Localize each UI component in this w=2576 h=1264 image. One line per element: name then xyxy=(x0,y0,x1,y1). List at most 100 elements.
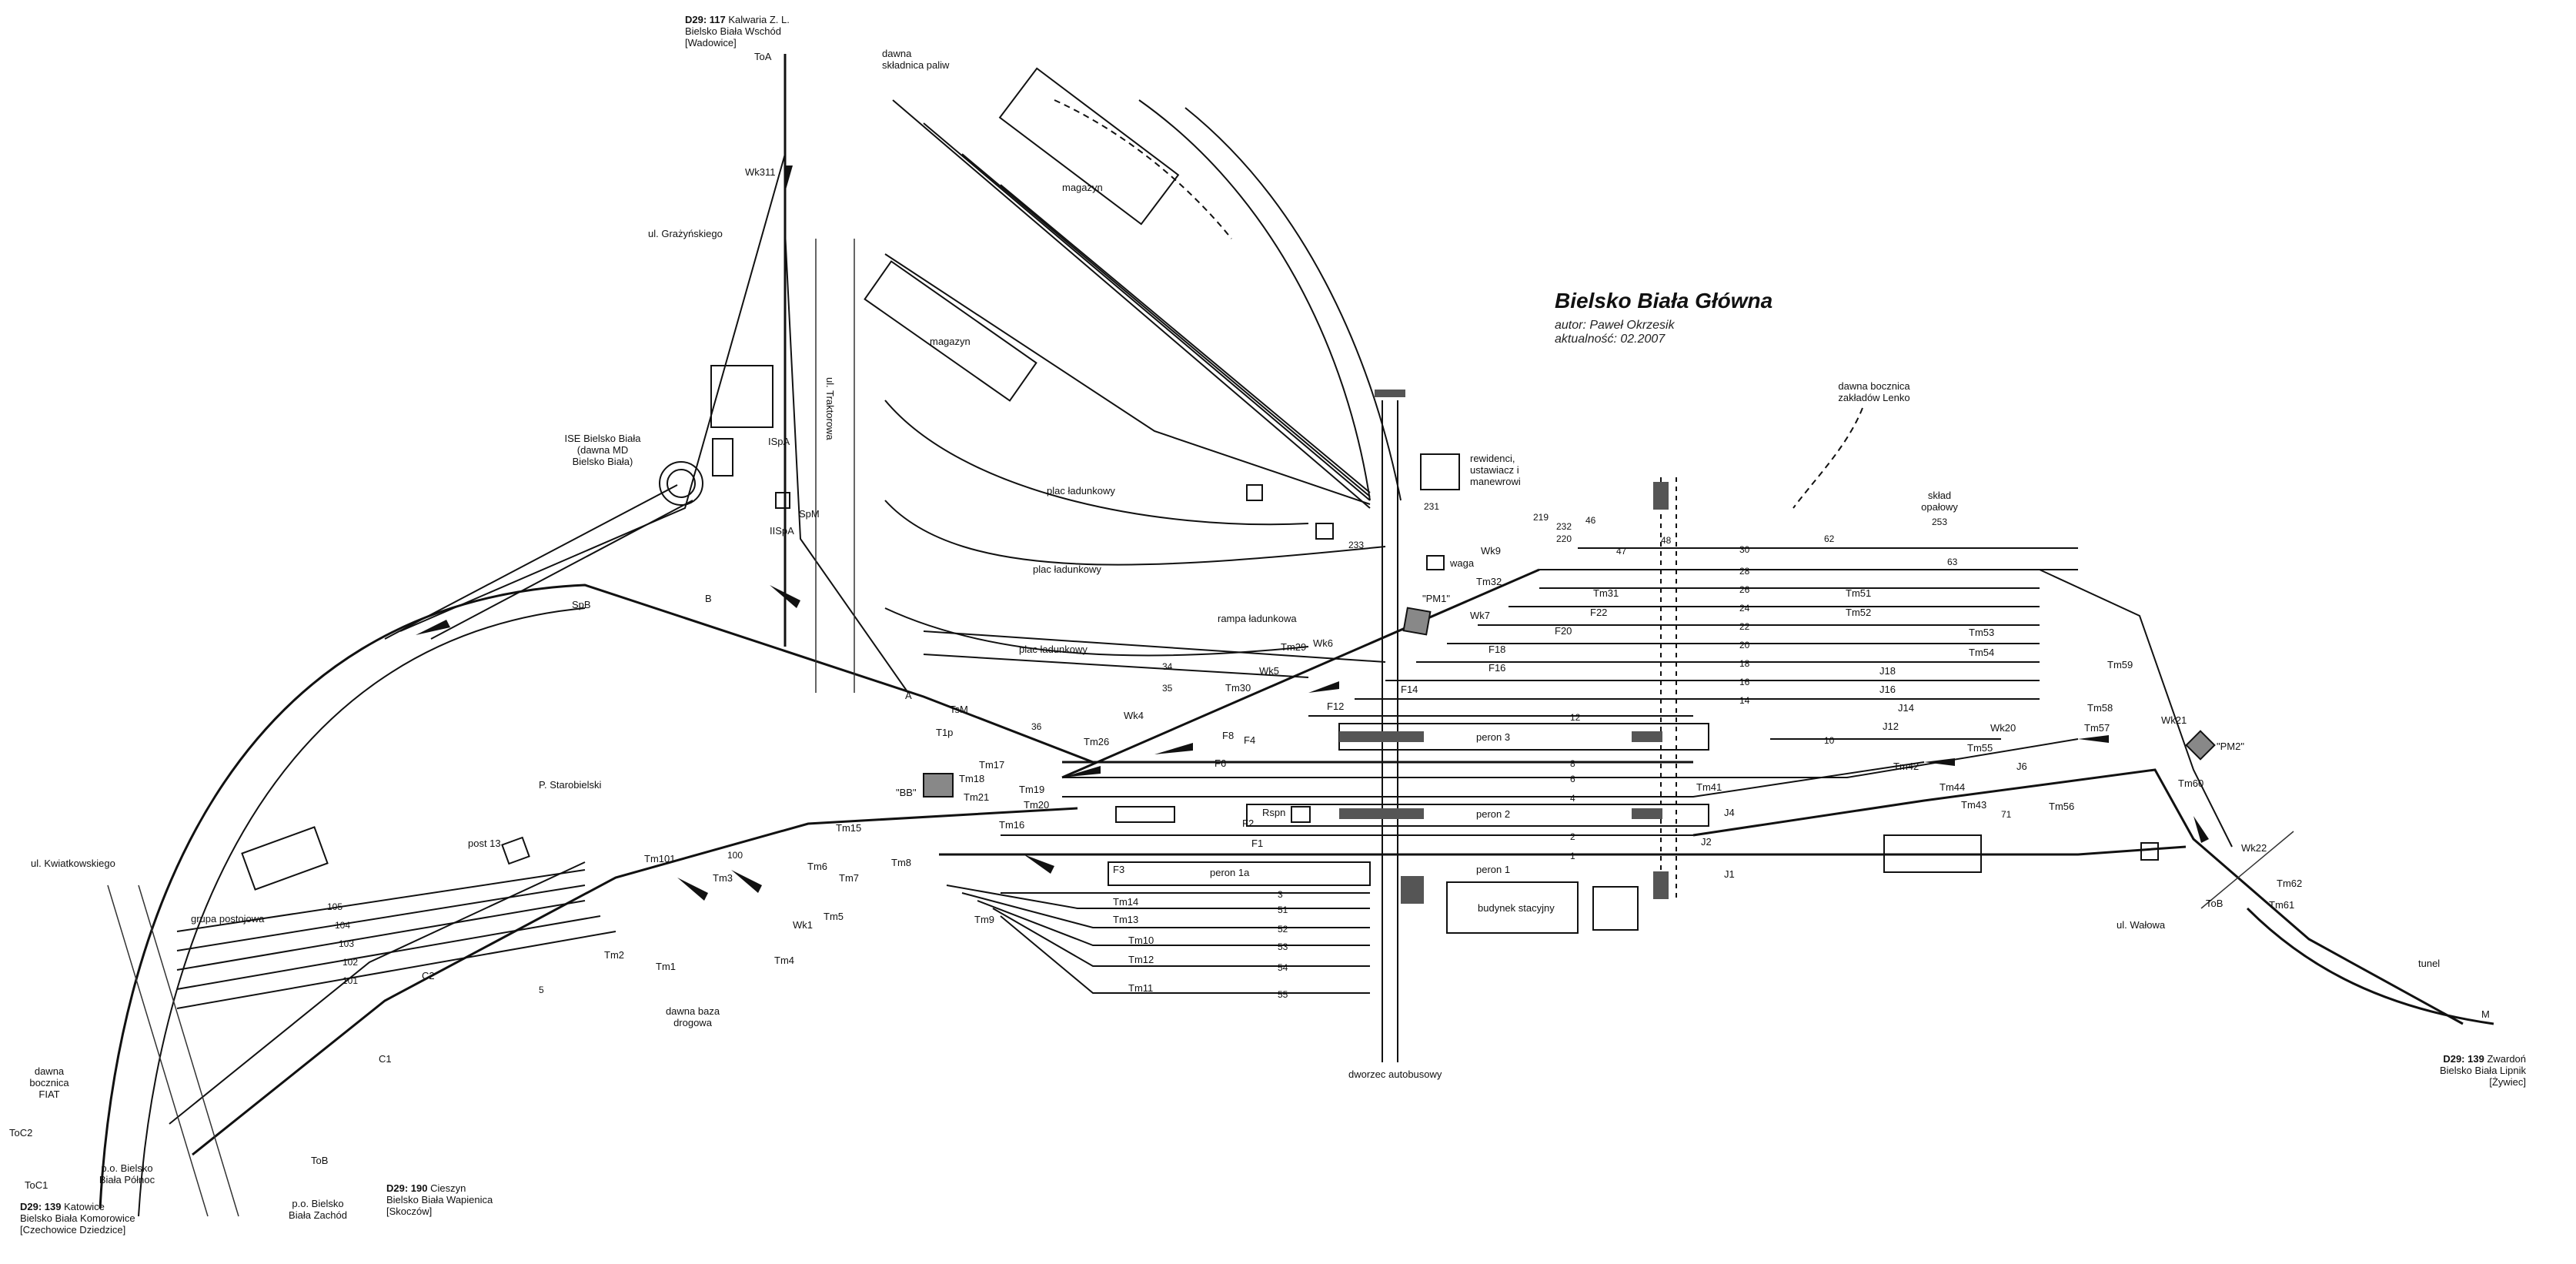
terminal-southwest-line: D29: 139 xyxy=(20,1201,62,1212)
terminal-southwest-line2: Bielsko Biała Komorowice xyxy=(20,1212,135,1224)
terminal-south-line2: Bielsko Biała Wapienica xyxy=(386,1194,493,1205)
track-label-105: 105 xyxy=(327,901,342,912)
signal-tm17: Tm17 xyxy=(979,759,1004,771)
signal-m: M xyxy=(2481,1008,2490,1020)
signal-wk9: Wk9 xyxy=(1481,545,1501,557)
track-54 xyxy=(992,908,1370,967)
signal-tm11: Tm11 xyxy=(1128,982,1153,994)
track-label-34: 34 xyxy=(1162,661,1173,672)
shelter xyxy=(1632,808,1662,819)
track-label-54: 54 xyxy=(1278,962,1288,973)
pm2-post xyxy=(2185,730,2216,761)
terminal-south: D29: 190 Cieszyn Bielsko Biała Wapienica… xyxy=(386,1182,493,1217)
terminal-north: D29: 117 Kalwaria Z. L. Bielsko Biała Ws… xyxy=(685,14,790,48)
shelter xyxy=(1401,876,1424,904)
signal-j14: J14 xyxy=(1898,702,1914,714)
signal-ispa: ISpA xyxy=(768,436,790,447)
track-label-35: 35 xyxy=(1162,683,1173,694)
terminal-east-line3: [Żywiec] xyxy=(2489,1076,2527,1088)
rewidenci-building xyxy=(1420,453,1460,490)
signal-tm1: Tm1 xyxy=(656,961,676,972)
signal-f6: F6 xyxy=(1214,757,1226,769)
north-line-branch xyxy=(399,153,786,632)
yard-box-1 xyxy=(1246,484,1263,501)
east-main xyxy=(1692,768,2464,1025)
track-label-253: 253 xyxy=(1932,517,1947,527)
signal-tm55: Tm55 xyxy=(1967,742,1993,754)
track-label-22: 22 xyxy=(1739,621,1750,632)
main-track-west-curve-2 xyxy=(138,607,586,1217)
turntable-inner xyxy=(667,469,696,498)
signal-tm101: Tm101 xyxy=(644,853,675,864)
signal-c2: C2 xyxy=(422,970,435,981)
switch-mark xyxy=(1924,758,1955,766)
main-track-west-curve xyxy=(99,584,1094,1209)
signal-tm41: Tm41 xyxy=(1696,781,1722,793)
track-label-63: 63 xyxy=(1947,557,1958,567)
magazyn-1-building xyxy=(998,67,1180,226)
cieszyn-line xyxy=(192,807,1078,1156)
signal-tm19: Tm19 xyxy=(1019,784,1044,795)
signal-tm53: Tm53 xyxy=(1969,627,1994,638)
signal-tm52: Tm52 xyxy=(1846,607,1871,618)
waga-house xyxy=(775,492,790,509)
terminal-north-line: D29: 117 xyxy=(685,14,726,25)
signal-wk1: Wk1 xyxy=(793,919,813,931)
post13-building xyxy=(501,836,530,865)
dashed-skladnica xyxy=(1054,99,1232,239)
track-label-24: 24 xyxy=(1739,603,1750,614)
track-233 xyxy=(884,500,1386,566)
signal-tm3: Tm3 xyxy=(713,872,733,884)
terminal-southwest-name: Katowice xyxy=(64,1201,105,1212)
shelter xyxy=(1653,871,1669,899)
north-line-branch-2 xyxy=(784,230,909,694)
track-35 xyxy=(923,654,1309,678)
shelter xyxy=(1339,731,1424,742)
ise-building-2 xyxy=(712,438,733,477)
track-101 xyxy=(176,931,616,1009)
track-52 xyxy=(961,892,1370,928)
signal-tm54: Tm54 xyxy=(1969,647,1994,658)
switch-mark xyxy=(770,585,800,608)
signal-wk6: Wk6 xyxy=(1313,637,1333,649)
diagram-author: autor: Paweł Okrzesik xyxy=(1555,319,1675,332)
signal-tm5: Tm5 xyxy=(824,911,844,922)
track-label-220: 220 xyxy=(1556,533,1572,544)
track-105 xyxy=(176,869,586,932)
signal-tm42: Tm42 xyxy=(1893,761,1919,772)
switch-mark xyxy=(2193,816,2209,843)
signal-tm14: Tm14 xyxy=(1113,896,1138,908)
east-building xyxy=(1883,834,1982,873)
fan-4 xyxy=(1000,184,1371,493)
track-label-16: 16 xyxy=(1739,677,1750,687)
magazyn-2-building xyxy=(864,260,1037,402)
bb-post xyxy=(923,773,954,798)
signal-a: A xyxy=(905,690,912,701)
track-label-20: 20 xyxy=(1739,640,1750,650)
terminal-south-line: D29: 190 xyxy=(386,1182,428,1194)
label-kwiatkowskiego: ul. Kwiatkowskiego xyxy=(31,858,115,869)
label-tunel: tunel xyxy=(2418,958,2440,969)
east-box xyxy=(2140,842,2159,861)
track-104 xyxy=(176,884,586,951)
track-6 xyxy=(1062,738,2079,778)
track-label-10: 10 xyxy=(1824,735,1835,746)
label-plac-3: plac ładunkowy xyxy=(1019,644,1088,655)
signal-tm10: Tm10 xyxy=(1128,935,1154,946)
fan-7 xyxy=(1184,107,1402,501)
pm1-post xyxy=(1402,607,1432,636)
label-peron-1: peron 1 xyxy=(1476,864,1510,875)
signal-tm44: Tm44 xyxy=(1940,781,1965,793)
signal-f16: F16 xyxy=(1488,662,1505,674)
label-peron-2: peron 2 xyxy=(1476,808,1510,820)
signal-j18: J18 xyxy=(1879,665,1896,677)
signal-j6: J6 xyxy=(2016,761,2027,772)
track-102 xyxy=(176,915,601,990)
track-label-36: 36 xyxy=(1031,721,1042,732)
signal-tm12: Tm12 xyxy=(1128,954,1154,965)
road-walowa xyxy=(2200,831,2294,909)
budynek-annex xyxy=(1592,886,1639,931)
cieszyn-line-2 xyxy=(169,861,586,1125)
signal-f20: F20 xyxy=(1555,625,1572,637)
